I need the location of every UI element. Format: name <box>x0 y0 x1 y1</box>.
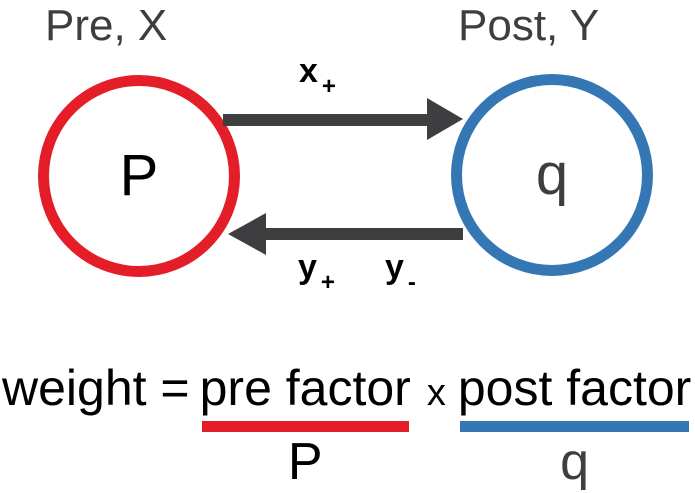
post-neuron-circle: q <box>451 74 653 276</box>
pre-factor-value: P <box>287 433 323 491</box>
forward-arrow-label-base: x <box>299 52 318 90</box>
pre-factor-underline <box>201 421 409 432</box>
post-factor-text: post factor <box>457 360 692 416</box>
pre-factor-term: pre factor P <box>199 360 411 488</box>
backward-arrow-label-minus: y- <box>385 250 416 295</box>
backward-arrow-label-plus-subscript: + <box>320 269 335 296</box>
backward-arrow-label-minus-base: y <box>385 248 404 286</box>
formula-lhs: weight = <box>2 360 190 416</box>
post-factor-term: post factor q <box>457 360 692 488</box>
pre-factor-text: pre factor <box>199 360 411 416</box>
post-factor-value: q <box>560 433 590 491</box>
backward-arrow-shaft <box>264 228 463 240</box>
post-population-title: Post, Y <box>458 1 600 50</box>
post-node-label: q <box>535 142 569 207</box>
pre-node-label: P <box>119 143 159 208</box>
pre-neuron-circle: P <box>38 75 240 277</box>
post-factor-underline <box>459 421 690 432</box>
forward-arrowhead-icon <box>427 98 463 140</box>
backward-arrowhead-icon <box>228 213 266 255</box>
forward-arrow-label: x+ <box>299 54 336 99</box>
backward-arrow-label-minus-subscript: - <box>407 269 416 296</box>
backward-arrow-label-plus: y+ <box>298 250 335 295</box>
backward-arrow-label-plus-base: y <box>298 248 317 286</box>
weight-formula: weight = pre factor P x post factor q <box>2 360 692 488</box>
pre-population-title: Pre, X <box>45 1 168 50</box>
forward-arrow-shaft <box>223 114 428 126</box>
formula-operator: x <box>426 372 446 414</box>
forward-arrow-label-subscript: + <box>321 73 336 100</box>
